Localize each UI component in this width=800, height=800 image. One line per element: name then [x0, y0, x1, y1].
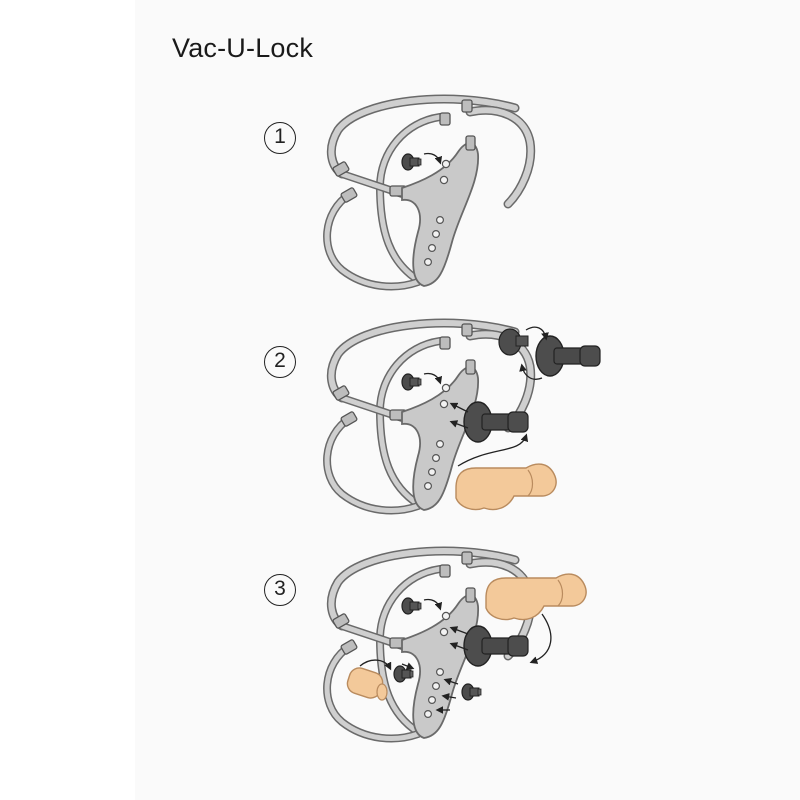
figure-3-harness [327, 551, 587, 738]
figure-1-harness [327, 99, 531, 286]
figure-2-harness [327, 323, 557, 510]
step-number-2: 2 [264, 346, 296, 378]
page-title: Vac-U-Lock [172, 33, 314, 63]
step-number-1: 1 [264, 122, 296, 154]
figure-2-plug-swap [498, 326, 601, 380]
step-number-3: 3 [264, 574, 296, 606]
